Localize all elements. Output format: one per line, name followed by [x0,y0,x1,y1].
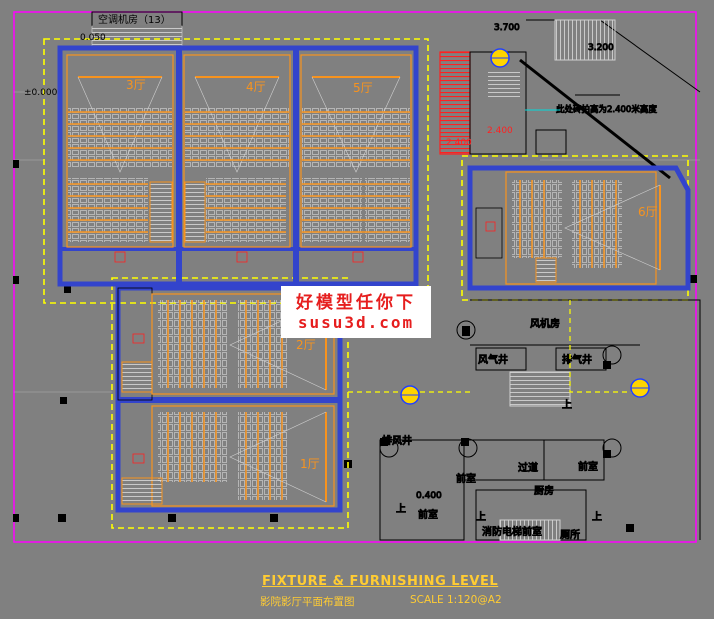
drawing-scale: SCALE 1:120@A2 [410,594,502,606]
shaft-left-label: 风气井 [478,353,508,366]
anteroom-label-2: 前室 [578,460,598,473]
watermark-line-1: 好模型任你下 [296,293,416,313]
column-grid [14,91,700,393]
shaft-right-label: 排气井 [562,353,592,366]
stair-up-2: 上 [476,511,486,523]
hall-3: 3厅 [66,54,174,263]
watermark-line-2: susu3d.com [297,313,415,332]
fire-elevator-label: 消防电梯前室 [482,525,542,538]
blue-note: 此处砖拍高为2.400米高度 [556,104,657,115]
upper-halls-block [57,45,419,287]
hall-6-label: 6厅 [638,205,658,219]
columns [13,160,697,532]
drawing-subtitle: 影院影厅平面布置图 [260,596,355,608]
hall-1: 1厅 [121,405,335,507]
elev-0400: 0.400 [416,491,442,501]
elev-2400-right: 2.400 [487,126,513,136]
elev-3200: 3.200 [588,43,614,53]
elev-000: ±0.000 [24,88,58,98]
elev-050: 0.050 [80,33,106,43]
aircon-room-label: 空调机房（13） [98,13,171,26]
lobby-bottom-label: 厕所 [560,529,580,541]
elev-3700: 3.700 [494,23,520,33]
anteroom-label-1: 前室 [456,472,476,485]
north-arrow-icon [490,48,510,68]
stair-up-3: 上 [592,511,602,523]
stair-up-1: 上 [396,503,406,515]
kitchen-label: 厨房 [534,484,554,497]
hall-4: 4厅 [183,54,291,263]
stair-up-4: 上 [562,399,572,411]
anteroom-label-3: 前室 [418,508,438,521]
hall-3-label: 3厅 [126,78,146,92]
hall-2-label: 2厅 [296,338,316,352]
hall-5-label: 5厅 [353,81,373,95]
drawing-title: FIXTURE & FURNISHING LEVEL [262,574,499,589]
hall-5: 5厅 [300,54,412,263]
hall-4-label: 4厅 [246,80,266,94]
hall-1-label: 1厅 [300,457,320,471]
red-stair: 2.400 2.400 [439,51,527,155]
service-area: 风机房 风气井 排气井 排风井 过道 前室 前室 前室 厨房 消防电梯前室 厕所… [379,299,701,542]
hall-2: 2厅 [121,293,335,395]
section-marker-icon [630,378,650,398]
corridor-label: 过道 [518,461,538,474]
aircon-room: 空调机房（13） [91,11,183,49]
fan-room-label: 风机房 [530,317,560,330]
watermark: 好模型任你下 susu3d.com [281,286,431,338]
fire-room-label: 排风井 [382,434,412,447]
section-marker-icon [400,385,420,405]
right-stair-area: 3.700 3.200 此处砖拍高为2.400米高度 [494,19,701,180]
elev-2400-left: 2.400 [446,138,472,148]
hall-6: 6厅 [467,165,691,291]
